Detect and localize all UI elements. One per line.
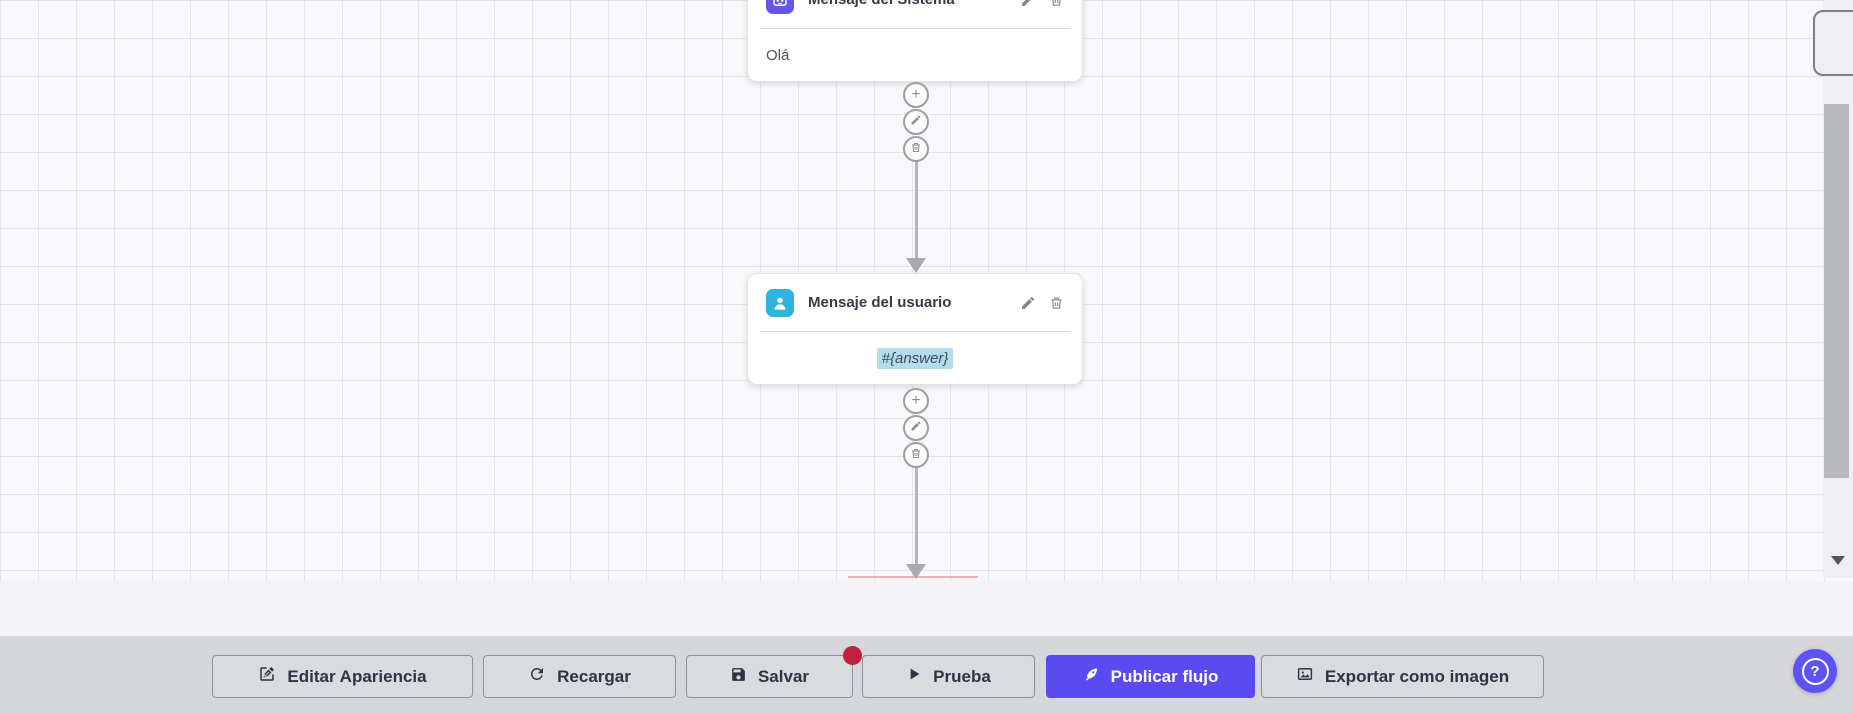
save-icon xyxy=(730,666,747,688)
edit-connector-button[interactable] xyxy=(903,109,929,135)
edit-icon xyxy=(258,665,276,688)
question-mark-icon: ? xyxy=(1801,657,1829,685)
robot-icon xyxy=(766,0,794,14)
test-button[interactable]: Prueba xyxy=(862,655,1035,698)
image-icon xyxy=(1296,665,1314,688)
button-label: Recargar xyxy=(557,666,631,686)
flow-arrow-down xyxy=(906,564,926,579)
save-button[interactable]: Salvar xyxy=(686,655,853,698)
variable-chip[interactable]: #{answer} xyxy=(876,348,954,369)
node-header: Mensaje del usuario xyxy=(748,274,1082,331)
button-label: Editar Apariencia xyxy=(287,666,427,686)
node-title: Mensaje del Sistema xyxy=(808,0,1020,8)
node-system-message[interactable]: Mensaje del Sistema Olá xyxy=(747,0,1083,82)
export-image-button[interactable]: Exportar como imagen xyxy=(1261,655,1544,698)
reload-button[interactable]: Recargar xyxy=(483,655,676,698)
delete-connector-button[interactable] xyxy=(903,442,929,468)
edit-appearance-button[interactable]: Editar Apariencia xyxy=(212,655,473,698)
button-label: Prueba xyxy=(933,666,991,686)
edit-node-icon[interactable] xyxy=(1020,0,1036,8)
add-node-button[interactable]: + xyxy=(903,82,929,108)
rocket-icon xyxy=(1083,666,1100,688)
delete-node-icon[interactable] xyxy=(1049,0,1064,8)
scrollbar-thumb[interactable] xyxy=(1824,104,1849,478)
scrollbar-down-arrow-icon[interactable] xyxy=(1831,556,1845,565)
edit-connector-button[interactable] xyxy=(903,415,929,441)
help-button[interactable]: ? xyxy=(1793,649,1837,693)
pencil-icon xyxy=(910,420,922,436)
plus-icon: + xyxy=(911,392,921,409)
edit-node-icon[interactable] xyxy=(1020,295,1036,311)
button-label: Exportar como imagen xyxy=(1324,666,1510,686)
node-divider xyxy=(760,331,1070,332)
pencil-icon xyxy=(910,114,922,130)
user-icon xyxy=(766,288,794,317)
publish-flow-button[interactable]: Publicar flujo xyxy=(1046,655,1255,698)
node-header: Mensaje del Sistema xyxy=(748,0,1082,28)
button-label: Salvar xyxy=(757,666,810,686)
flow-canvas[interactable]: Mensaje del Sistema Olá + xyxy=(0,0,1853,581)
refresh-icon xyxy=(528,665,546,688)
plus-icon: + xyxy=(911,86,921,103)
flow-connector-line xyxy=(915,160,918,258)
connector-actions: + xyxy=(903,388,929,468)
flow-arrow-down xyxy=(906,258,926,273)
connector-actions: + xyxy=(903,82,929,162)
trash-icon xyxy=(910,447,922,464)
delete-connector-button[interactable] xyxy=(903,136,929,162)
delete-node-icon[interactable] xyxy=(1049,295,1064,311)
flow-connector-line xyxy=(915,466,918,564)
trash-icon xyxy=(910,141,922,158)
button-label: Publicar flujo xyxy=(1110,666,1219,686)
vertical-scrollbar[interactable] xyxy=(1823,0,1853,578)
minimap-widget[interactable] xyxy=(1813,10,1853,76)
add-node-button[interactable]: + xyxy=(903,388,929,414)
node-body-text: Olá xyxy=(766,47,790,64)
canvas-footer-gap xyxy=(0,581,1853,636)
node-title: Mensaje del usuario xyxy=(808,294,952,311)
unsaved-changes-badge xyxy=(843,646,862,665)
node-divider xyxy=(760,28,1070,29)
node-user-message[interactable]: Mensaje del usuario #{answer} xyxy=(747,273,1083,385)
play-icon xyxy=(906,666,922,687)
bottom-toolbar: Editar Apariencia Recargar Salvar xyxy=(0,636,1853,714)
